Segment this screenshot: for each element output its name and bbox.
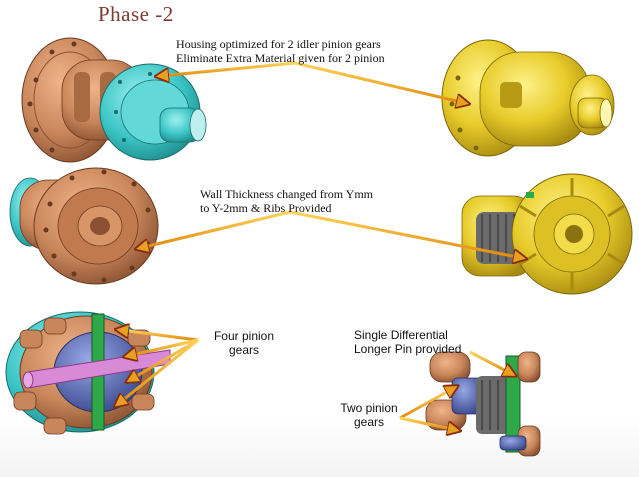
arrow-housing-left [160, 61, 296, 76]
arrow-wall-right [289, 210, 522, 258]
new-housing-ribs-image [461, 173, 633, 295]
arrow-longer-pin [469, 350, 512, 374]
single-differential-note: Single Differential Longer Pin provided [354, 328, 462, 356]
old-housing-image [21, 37, 207, 163]
four-pinion-note: Four pinion gears [213, 329, 275, 357]
arrow-wall-left [140, 210, 291, 248]
arrow-pinion-2 [128, 338, 199, 356]
arrow-pinion-1 [120, 330, 199, 342]
old-housing-back-image [9, 167, 159, 285]
four-pinion-section-image [5, 311, 171, 435]
arrow-two-pinion-2 [399, 416, 456, 430]
arrow-pinion-3 [130, 338, 199, 380]
wall-thickness-note: Wall Thickness changed from Ymm to Y-2mm… [200, 187, 373, 215]
callout-arrows [118, 61, 522, 430]
housing-note: Housing optimized for 2 idler pinion gea… [176, 37, 385, 65]
two-pinion-section-image [425, 351, 541, 457]
slide-title: Phase -2 [98, 2, 174, 26]
two-pinion-note: Two pinion gears [340, 401, 398, 429]
arrow-housing-right [294, 61, 465, 103]
arrow-pinion-4 [118, 338, 199, 404]
arrow-two-pinion-1 [399, 388, 454, 420]
new-housing-image [441, 39, 615, 157]
